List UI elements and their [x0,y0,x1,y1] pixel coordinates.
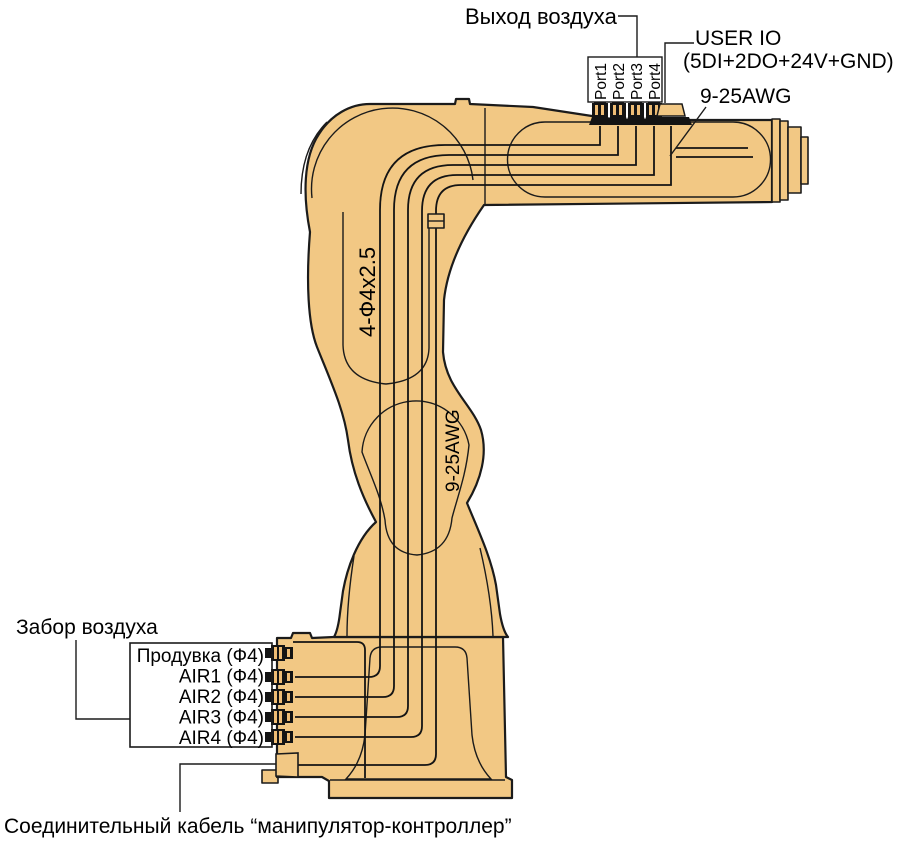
port4-label: Port4 [647,63,664,100]
leader-line-user-io [664,42,694,103]
base-inner-cover-seam [344,646,493,780]
arm-tubes-label: 4-Ф4x2.5 [355,247,380,337]
user-io-title-label: USER IO [695,27,781,50]
upper-arm-pill-seam [342,212,430,385]
port3-label: Port3 [629,63,646,100]
cable-port3-to-air3 [295,126,637,718]
forearm-stadium-seam [506,121,772,198]
leader-line-air-outlet [618,15,638,57]
wrist-band-1 [771,118,781,203]
air-connector-1 [265,669,293,685]
wrist-band-2 [779,120,789,201]
air2-label: AIR2 (Ф4) [179,687,264,708]
wrist-flange [787,126,802,194]
cable-purge-tube [293,641,366,778]
cable-userio-to-controller [298,126,672,766]
air4-label: AIR4 (Ф4) [179,728,264,749]
air-outlet-label: Выход воздуха [465,4,618,29]
user-io-connector [651,103,692,125]
air-intake-label: Забор воздуха [16,616,158,639]
controller-cable-label: Соединительный кабель “манипулятор-контр… [4,815,512,838]
user-io-pins-label: (5DI+2DO+24V+GND) [683,50,894,73]
elbow-cap-seam [300,121,328,195]
arm-cable-gauge-label: 9-25AWG [443,409,464,492]
wrist-cable-gauge-label: 9-25AWG [700,85,791,108]
cable-port1-to-air1 [295,126,601,678]
leader-line-air-intake [75,640,130,720]
air-purge-label: Продувка (Ф4) [137,646,264,667]
inline-cable-connector [427,213,445,229]
air-connector-3 [265,709,293,725]
wrist-flange-tip [800,136,809,185]
air-connector-4 [265,729,293,745]
air3-label: AIR3 (Ф4) [179,708,264,729]
shoulder-right-seam [479,547,494,637]
robot-arm-body [304,97,774,639]
leader-line-awg-top [669,106,707,157]
air-labels-box [129,642,273,748]
air1-label: AIR1 (Ф4) [179,667,264,688]
port-labels-box [587,56,663,103]
air-connector-purge [265,645,293,661]
air-connector-2 [265,689,293,705]
cable-port2-to-air2 [295,126,619,698]
leader-line-controller-cable [179,763,276,812]
shoulder-left-seam [346,555,355,637]
port2-label: Port2 [611,63,628,100]
robot-base [275,631,514,800]
port1-label: Port1 [593,63,610,100]
j3-joint-bulb-seam [361,400,470,556]
cable-port4-to-air4 [295,126,655,738]
controller-cable-connector [275,752,299,778]
